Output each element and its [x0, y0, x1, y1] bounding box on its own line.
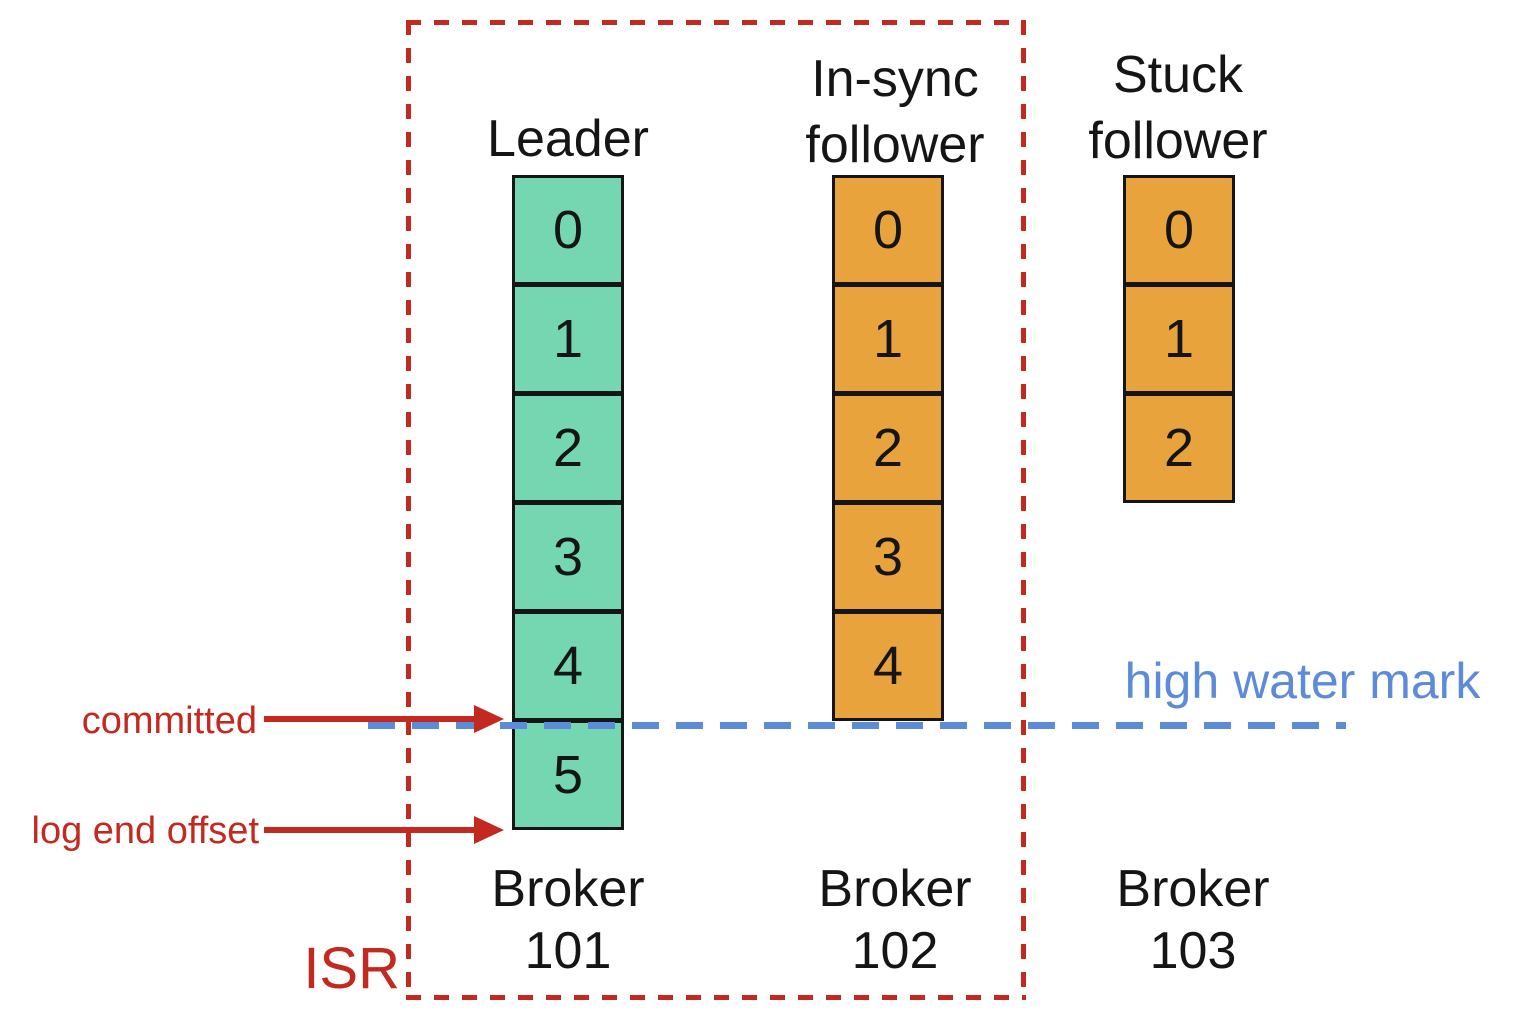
title-line: Stuck: [1112, 46, 1244, 104]
broker-name-line: Broker: [1116, 860, 1270, 918]
offset-cell: 4: [512, 611, 624, 721]
offset-cell: 1: [832, 284, 944, 394]
offset-cell: 1: [1123, 284, 1235, 394]
title-line: follower: [805, 116, 985, 174]
offset-cell: 0: [832, 175, 944, 285]
offset-cell: 1: [512, 284, 624, 394]
isr-label: ISR: [303, 936, 400, 1001]
offset-cell: 5: [512, 720, 624, 830]
high-water-mark-line: [368, 722, 1346, 729]
arrow-head: [474, 705, 504, 733]
offset-cell: 2: [832, 393, 944, 503]
broker-id-line: 103: [1149, 922, 1237, 980]
offset-cell: 3: [512, 502, 624, 612]
leader-title: Leader: [418, 106, 718, 172]
offset-cell: 2: [512, 393, 624, 503]
isr-box-left-edge: [406, 20, 411, 1000]
title-line: follower: [1088, 112, 1268, 170]
committed-arrow: [264, 705, 506, 733]
broker-id-line: 102: [851, 922, 939, 980]
broker-102-label: Broker 102: [745, 858, 1045, 982]
arrow-head: [474, 816, 504, 844]
log-end-offset-arrow: [264, 816, 506, 844]
in-sync-follower-title: In-sync follower: [745, 46, 1045, 178]
isr-dashed-box: [406, 20, 1026, 1000]
offset-cell: 0: [512, 175, 624, 285]
isr-box-right-edge: [1021, 20, 1026, 1000]
offset-cell: 2: [1123, 393, 1235, 503]
title-line: In-sync: [811, 50, 979, 108]
offset-cell: 0: [1123, 175, 1235, 285]
isr-box-top-edge: [406, 20, 1026, 25]
arrow-shaft: [264, 827, 476, 833]
broker-101-label: Broker 101: [418, 858, 718, 982]
log-end-offset-label: log end offset: [31, 810, 259, 852]
broker-103-label: Broker 103: [1043, 858, 1343, 982]
arrow-shaft: [264, 716, 476, 722]
offset-cell: 4: [832, 611, 944, 721]
offset-cell: 3: [832, 502, 944, 612]
stuck-follower-title: Stuck follower: [1028, 42, 1328, 174]
broker-name-line: Broker: [818, 860, 972, 918]
committed-label: committed: [81, 700, 257, 742]
broker-id-line: 101: [524, 922, 612, 980]
broker-name-line: Broker: [491, 860, 645, 918]
title-line: Leader: [487, 110, 649, 168]
high-water-mark-label: high water mark: [1124, 653, 1481, 709]
isr-box-bottom-edge: [406, 995, 1026, 1000]
